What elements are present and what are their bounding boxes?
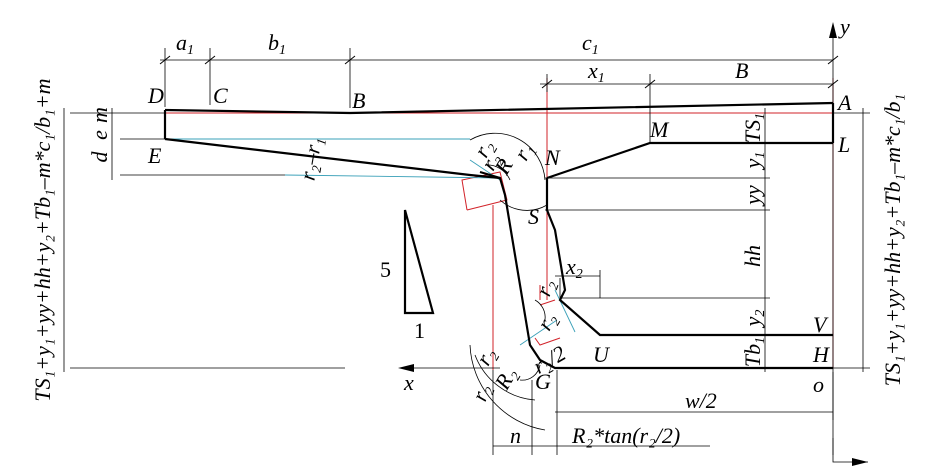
- y-axis-arrow-icon: [829, 22, 837, 38]
- dim-b1: b1: [268, 30, 286, 58]
- dimension-lines: [63, 48, 870, 455]
- point-N: N: [544, 145, 561, 170]
- dim-yy: yy: [740, 185, 765, 207]
- dim-r2-s: r₂: [530, 275, 559, 299]
- x-axis-arrow-icon: [398, 364, 414, 372]
- dim-hh: hh: [740, 245, 765, 267]
- dim-a1: a1: [176, 30, 194, 58]
- dim-e: e: [87, 130, 112, 140]
- dim-B: B: [735, 58, 748, 83]
- point-labels: D C B A E M L N S U V H G o y x: [147, 14, 852, 397]
- dim-r2-u: r₂: [532, 308, 562, 335]
- slope-rise: 5: [380, 257, 391, 282]
- dim-R2-tan: R₂*tan(r₂/2): [571, 423, 680, 448]
- dim-r2-g: r₂: [471, 343, 501, 370]
- axis-x-label: x: [403, 370, 414, 395]
- axis-y-label: y: [838, 14, 850, 39]
- dim-n: n: [510, 423, 521, 448]
- cyan-helper-lines: [165, 138, 576, 346]
- dim-d: d: [87, 151, 112, 163]
- point-U: U: [593, 342, 611, 367]
- dimension-ticks: [159, 55, 839, 89]
- point-G: G: [535, 369, 551, 394]
- dim-x1: x1: [587, 58, 605, 86]
- side-label-left: TS₁+y₁+yy+hh+y₂+Tb₁–m*c₁/b₁+m: [30, 78, 55, 401]
- point-L: L: [837, 132, 850, 157]
- slope-ratio: 5 1: [380, 257, 425, 343]
- profile-outline: [163, 101, 835, 370]
- dim-TS1: TS1: [740, 113, 768, 143]
- dim-c1: c1: [582, 30, 599, 58]
- dim-m: m: [87, 107, 112, 123]
- dim-w-half: w/2: [685, 388, 717, 413]
- point-A: A: [836, 90, 852, 115]
- dim-r1: r₁: [509, 138, 539, 165]
- dim-r2-bottom: r₂: [466, 380, 495, 404]
- dim-x2: x2: [565, 254, 583, 282]
- point-D: D: [147, 83, 164, 108]
- dim-Tb1: Tb1: [740, 337, 768, 367]
- side-label-right: TS₁+y₁+yy+hh+y₂+Tb₁–m*c₁/b₁: [880, 94, 905, 386]
- point-E: E: [147, 143, 162, 168]
- red-construction-lines: [165, 78, 834, 370]
- point-H: H: [812, 342, 830, 367]
- point-M: M: [649, 117, 670, 142]
- axes: [398, 22, 868, 466]
- slope-run: 1: [414, 318, 425, 343]
- point-V: V: [813, 312, 829, 337]
- point-o: o: [813, 372, 824, 397]
- point-B: B: [352, 88, 365, 113]
- point-C: C: [213, 83, 228, 108]
- dim-y2: y2: [740, 310, 768, 329]
- dim-y1: y1: [740, 152, 768, 171]
- dimension-labels: a1 b1 c1 x1 B x2 n w/2 R₂*tan(r₂/2) m e …: [87, 30, 768, 448]
- point-S: S: [528, 204, 539, 229]
